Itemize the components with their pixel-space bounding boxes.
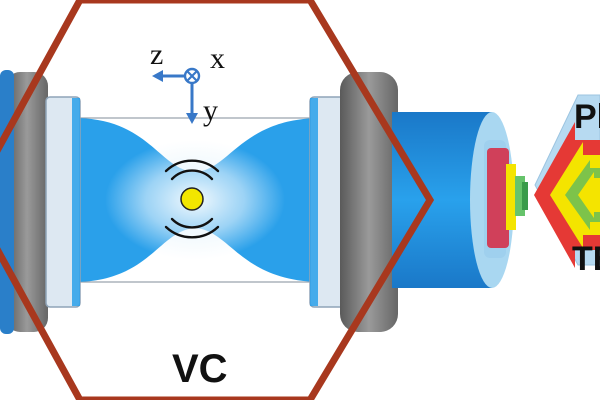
z-axis-arrowhead (152, 70, 163, 82)
left-mount (6, 72, 48, 332)
right-mount (340, 72, 398, 332)
x-into-page-icon (183, 67, 201, 85)
yellow-stage (506, 164, 516, 230)
y-axis-arrowhead (186, 113, 198, 124)
right-bottom-label: TE (572, 240, 600, 278)
x-axis-label: x (210, 42, 225, 75)
z-axis-label: z (150, 38, 163, 71)
left-mirror-rim (72, 98, 80, 306)
right-mirror-rim (310, 98, 318, 306)
left-mount-edge (0, 70, 14, 334)
green-tip (515, 176, 525, 216)
chamber-label: VC (172, 347, 228, 391)
right-top-label: Pl (574, 98, 600, 136)
trapped-particle (180, 187, 204, 211)
vibration-arc-icon (164, 159, 220, 239)
y-axis-label: y (203, 94, 218, 127)
red-stage (487, 148, 509, 248)
green-tip-dark (522, 182, 528, 210)
coordinate-axes: z x y (150, 38, 225, 127)
vacuum-chamber-outline (0, 0, 435, 400)
input-arrow-core (578, 172, 600, 218)
